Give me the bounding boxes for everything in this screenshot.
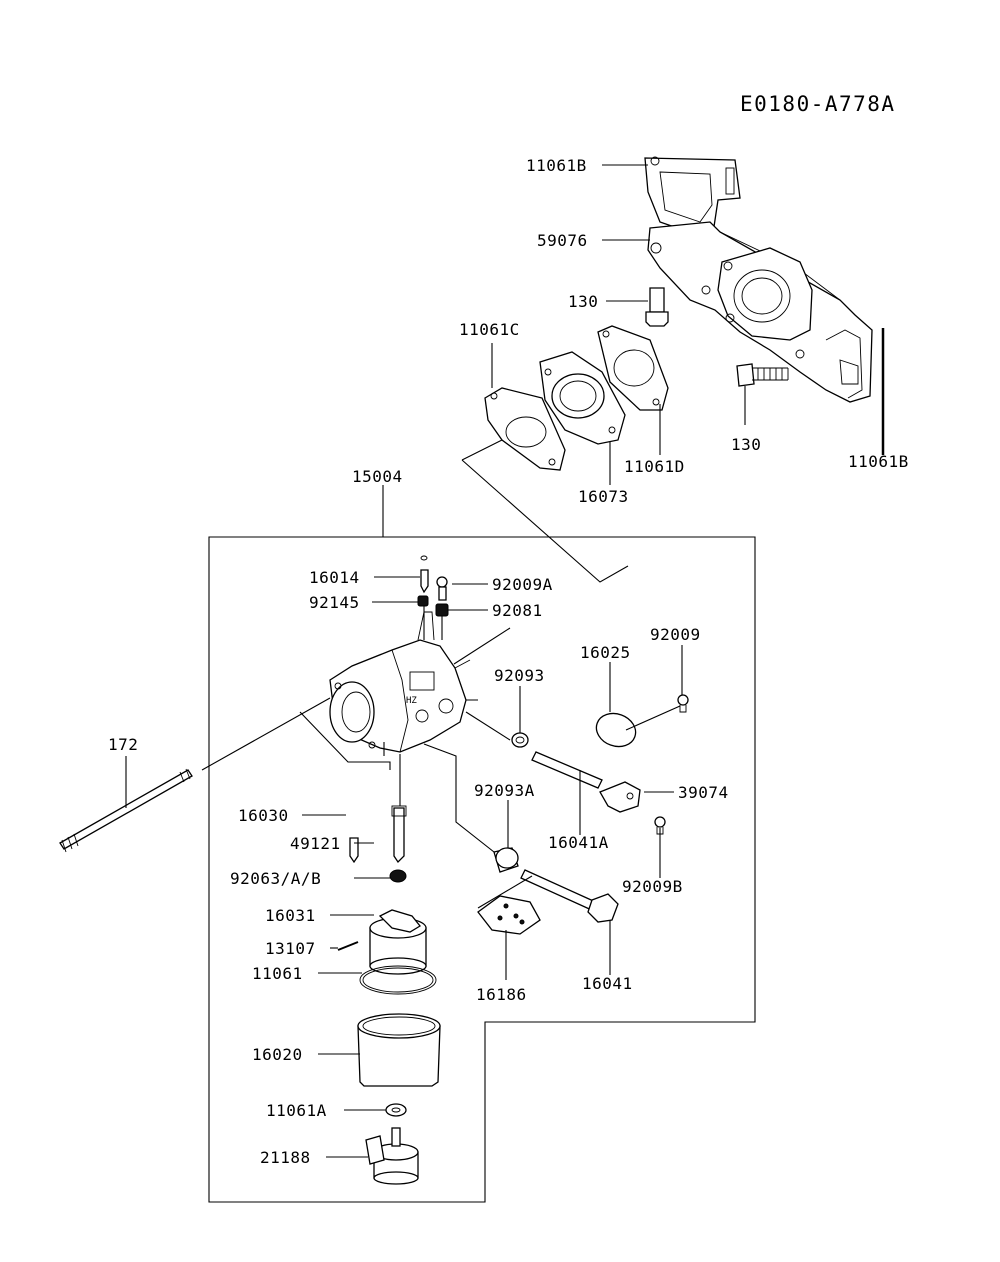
label-11061a: 11061A bbox=[266, 1101, 327, 1120]
label-11061b-top: 11061B bbox=[526, 156, 587, 175]
assembly-boundary-15004 bbox=[208, 536, 756, 1203]
float-bowl-gasket-11061 bbox=[359, 965, 437, 995]
spring-92081 bbox=[435, 603, 449, 617]
svg-text:HZ: HZ bbox=[406, 696, 417, 706]
carburetor-body: HZ bbox=[329, 611, 478, 753]
label-92063: 92063/A/B bbox=[230, 869, 321, 888]
label-92145: 92145 bbox=[309, 593, 360, 612]
label-92093: 92093 bbox=[494, 666, 545, 685]
label-21188: 21188 bbox=[260, 1148, 311, 1167]
label-16031: 16031 bbox=[265, 906, 316, 925]
jet-16014 bbox=[420, 555, 429, 594]
label-92009b: 92009B bbox=[622, 877, 683, 896]
label-92009a: 92009A bbox=[492, 575, 553, 594]
label-59076: 59076 bbox=[537, 231, 588, 250]
label-16041: 16041 bbox=[582, 974, 633, 993]
insulator-16073 bbox=[539, 351, 626, 445]
label-15004: 15004 bbox=[352, 467, 403, 486]
jet-16030 bbox=[349, 837, 359, 864]
float-bowl-16020 bbox=[357, 1013, 441, 1087]
bushing-92093 bbox=[511, 732, 529, 748]
label-16041a: 16041A bbox=[548, 833, 609, 852]
leader-lines bbox=[125, 164, 884, 1158]
label-92081: 92081 bbox=[492, 601, 543, 620]
label-49121: 49121 bbox=[290, 834, 341, 853]
label-172: 172 bbox=[108, 735, 138, 754]
label-13107: 13107 bbox=[265, 939, 316, 958]
pin-13107 bbox=[337, 941, 359, 951]
gasket-11061d bbox=[597, 325, 669, 411]
label-11061c: 11061C bbox=[459, 320, 520, 339]
washer-92063 bbox=[389, 869, 407, 883]
label-16025: 16025 bbox=[580, 643, 631, 662]
screw-92009a bbox=[436, 576, 448, 601]
bolt-130-a bbox=[645, 287, 669, 327]
label-16030: 16030 bbox=[238, 806, 289, 825]
label-11061d: 11061D bbox=[624, 457, 685, 476]
label-130-b: 130 bbox=[731, 435, 761, 454]
screw-92009b bbox=[654, 816, 666, 835]
label-16186: 16186 bbox=[476, 985, 527, 1004]
label-92009: 92009 bbox=[650, 625, 701, 644]
label-92093a: 92093A bbox=[474, 781, 535, 800]
solenoid-21188 bbox=[365, 1127, 419, 1185]
emulsion-tube-49121 bbox=[391, 805, 407, 864]
gasket-11061b-top bbox=[644, 156, 741, 241]
gasket-11061c bbox=[484, 387, 566, 471]
intake-manifold-59076 bbox=[647, 221, 873, 403]
label-11061b-right: 11061B bbox=[848, 452, 909, 471]
bushing-92093a bbox=[493, 847, 519, 873]
seal-92145 bbox=[417, 595, 429, 607]
label-16073: 16073 bbox=[578, 487, 629, 506]
label-11061: 11061 bbox=[252, 964, 303, 983]
choke-valve-16186 bbox=[477, 895, 541, 935]
label-16020: 16020 bbox=[252, 1045, 303, 1064]
throttle-valve-16025 bbox=[595, 712, 637, 748]
label-130-a: 130 bbox=[568, 292, 598, 311]
washer-11061a bbox=[385, 1103, 407, 1117]
throttle-shaft-16041a bbox=[531, 751, 603, 789]
screw-92009 bbox=[677, 694, 689, 713]
label-39074: 39074 bbox=[678, 783, 729, 802]
reference-code: E0180-A778A bbox=[740, 92, 896, 116]
lever-39074 bbox=[599, 781, 641, 813]
stud-172 bbox=[59, 768, 193, 853]
choke-shaft-16041 bbox=[520, 869, 619, 923]
float-16031 bbox=[369, 909, 427, 975]
bolt-130-b bbox=[736, 363, 789, 387]
label-16014: 16014 bbox=[309, 568, 360, 587]
